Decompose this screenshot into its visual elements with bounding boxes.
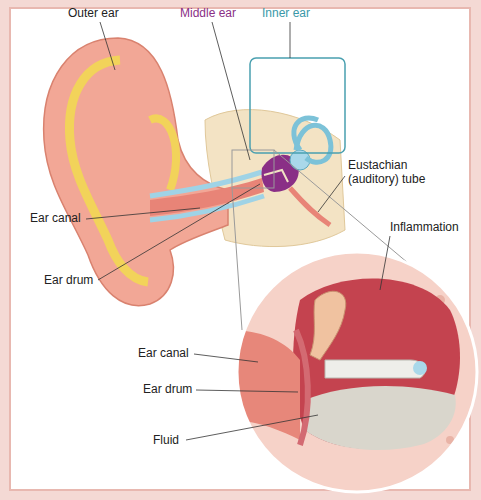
panel [10, 8, 470, 490]
ossicles [264, 170, 288, 182]
cartilage [150, 118, 176, 190]
part-label: Ear canal [138, 346, 189, 360]
part-label: Middle ear [180, 6, 236, 20]
part-label: Ear canal [30, 211, 81, 225]
part-label: Eustachian (auditory) tube [348, 158, 448, 186]
eustachian-tube [290, 188, 330, 225]
canal-lining [150, 196, 264, 220]
part-label: Fluid [153, 433, 179, 447]
leader-lines [86, 22, 390, 440]
magnified-view [230, 245, 481, 500]
part-label: Ear drum [143, 382, 192, 396]
semicircular-canal [294, 118, 318, 150]
magnifier-rim [237, 252, 477, 492]
inner-ear-box [250, 58, 345, 153]
zoom-box [232, 150, 274, 188]
semicircular-canal [296, 125, 331, 162]
part-label: Outer ear [68, 6, 119, 20]
outer-ear [44, 38, 228, 306]
part-label: Ear drum [44, 273, 93, 287]
part-label: Inflammation [390, 220, 459, 234]
zoom-line [232, 188, 242, 330]
cartilage [69, 60, 148, 282]
part-label: Inner ear [262, 6, 310, 20]
